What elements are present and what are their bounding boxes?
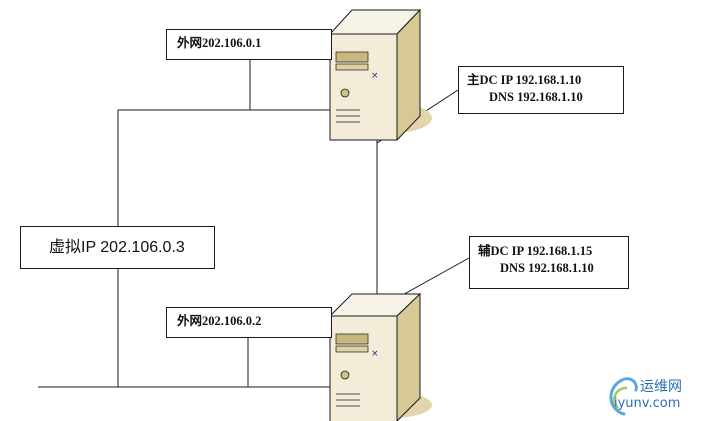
svg-text:×: × xyxy=(371,71,379,81)
secondary-dc-label: 辅DC IP 192.168.1.15 DNS 192.168.1.10 xyxy=(469,236,629,289)
watermark-swirl-icon xyxy=(609,377,638,416)
virtual-ip-text: 虚拟IP 202.106.0.3 xyxy=(49,239,185,256)
primary-dc-label: 主DC IP 192.168.1.10 DNS 192.168.1.10 xyxy=(458,66,624,114)
svg-text:×: × xyxy=(371,349,379,359)
site-watermark: 运维网 iyunv.com xyxy=(604,374,704,418)
primary-server-icon: × xyxy=(328,8,432,142)
secondary-server-icon: × xyxy=(328,292,432,421)
secondary-dc-dns-text: DNS 192.168.1.10 xyxy=(500,261,594,275)
external-ip-label-1-text: 外网202.106.0.1 xyxy=(177,36,262,50)
watermark-text-bottom: iyunv.com xyxy=(614,396,681,411)
external-ip-label-2-text: 外网202.106.0.2 xyxy=(177,314,262,328)
virtual-ip-label: 虚拟IP 202.106.0.3 xyxy=(20,226,215,269)
primary-dc-ip-text: 主DC IP 192.168.1.10 xyxy=(467,73,582,87)
external-ip-label-1: 外网202.106.0.1 xyxy=(166,29,332,60)
primary-dc-dns-text: DNS 192.168.1.10 xyxy=(489,90,583,104)
external-ip-label-2: 外网202.106.0.2 xyxy=(166,307,332,338)
secondary-dc-ip-text: 辅DC IP 192.168.1.15 xyxy=(478,244,593,258)
watermark-text-top: 运维网 xyxy=(640,379,682,395)
connection-lines xyxy=(38,60,470,388)
